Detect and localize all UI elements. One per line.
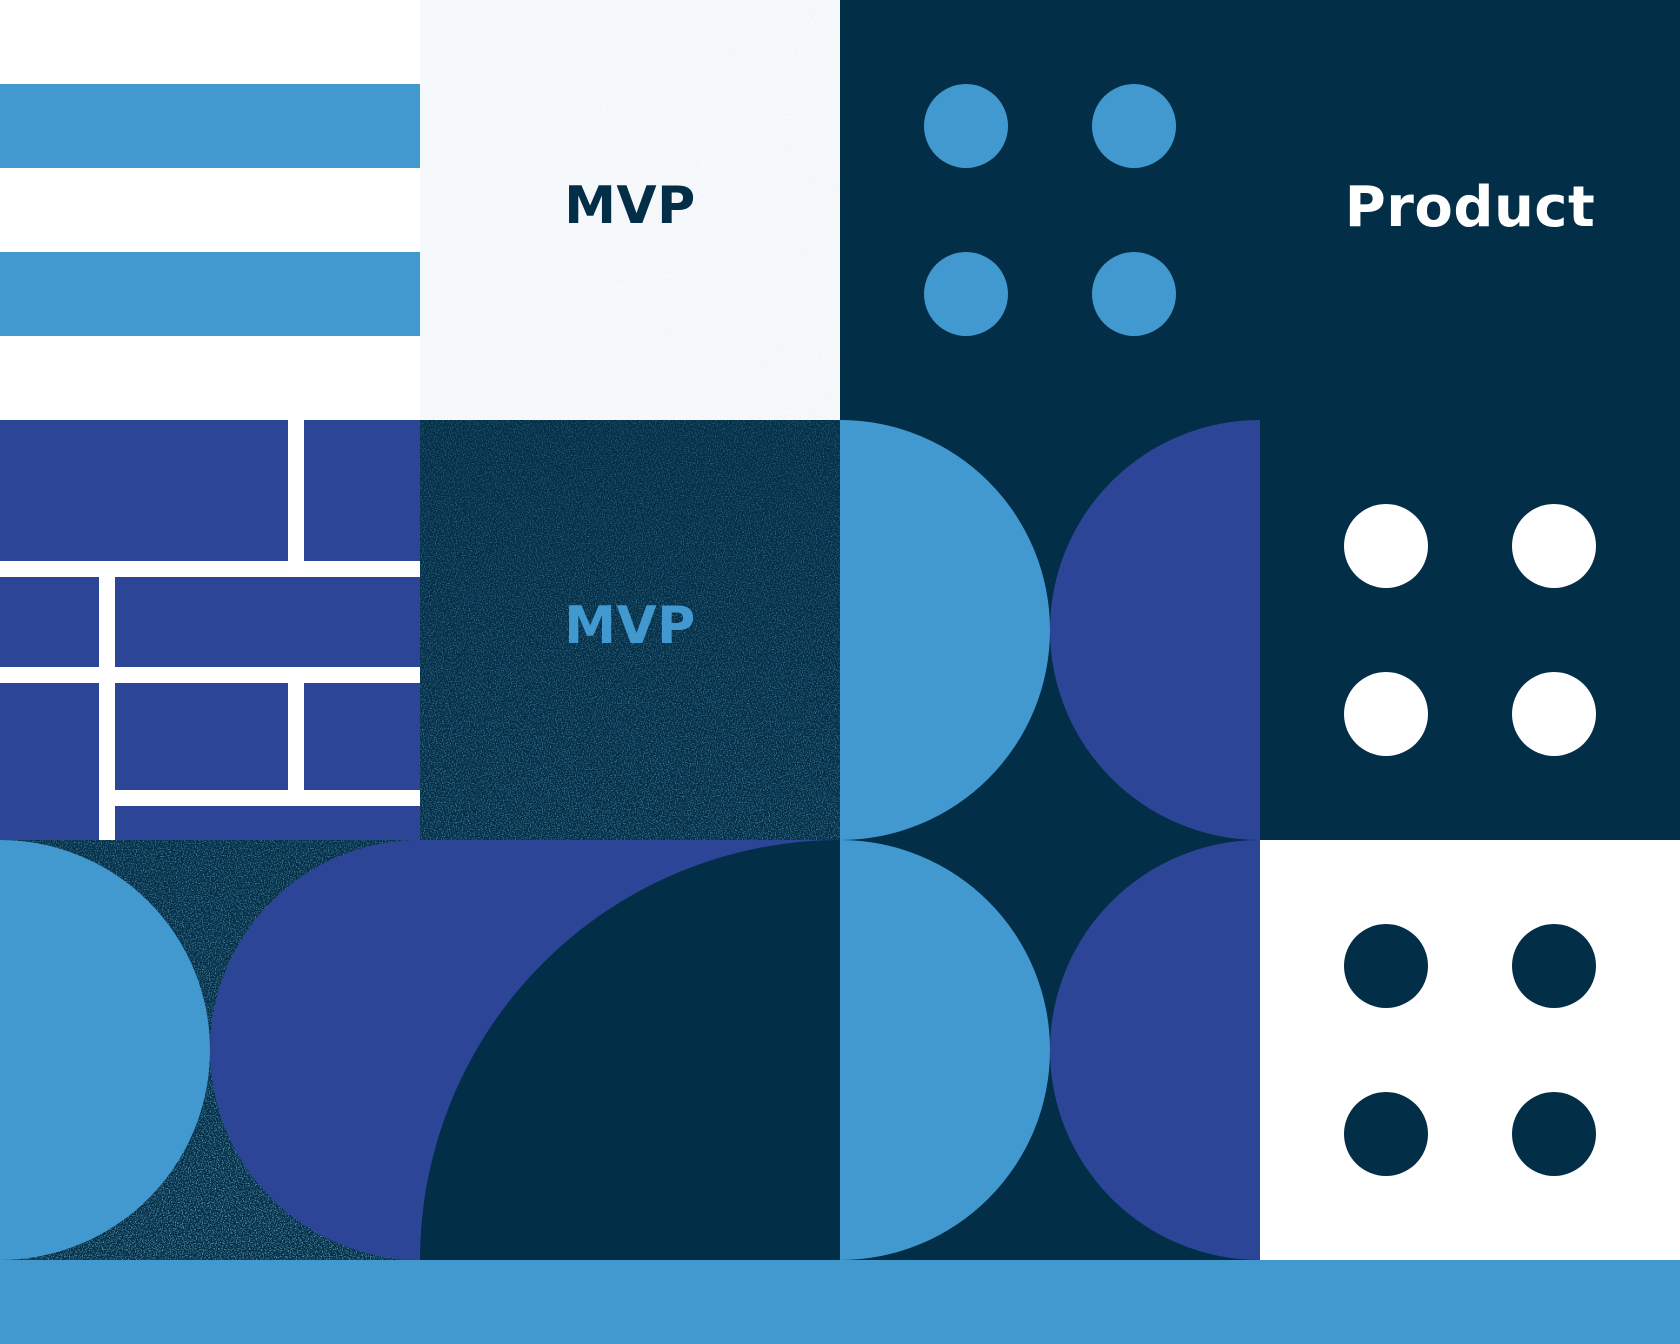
tile-half-discs-lower [840,840,1260,1260]
tile-half-discs-upper [840,420,1260,840]
dot [1344,1092,1428,1176]
mvp-label-middle: MVP [564,596,696,656]
dot [1092,252,1176,336]
stripe-bottom [0,252,420,336]
dot [924,252,1008,336]
half-disc-sky [0,840,210,1260]
product-label: Product [1344,175,1596,240]
tile-speckled-dark [420,420,840,840]
dot [1512,672,1596,756]
half-disc-indigo [1050,420,1260,840]
mvp-label-top: MVP [564,176,696,236]
tile-dots-blue [924,84,1176,336]
dot [1512,1092,1596,1176]
dot [1344,672,1428,756]
dot [1512,924,1596,1008]
half-disc-sky [840,840,1050,1260]
half-disc-sky [840,420,1050,840]
tile-dots-white [1344,504,1596,756]
quarter-disc-navy [420,840,840,1260]
dot [924,84,1008,168]
half-disc-indigo [1050,840,1260,1260]
tile-dots-navy [1260,840,1680,1260]
stripe-top [0,84,420,168]
tile-speckled-light [420,0,840,420]
tile-arcs [0,840,840,1260]
dot [1092,84,1176,168]
tile-stripes [0,0,420,420]
bottom-band [0,1260,1680,1344]
dot [1512,504,1596,588]
tile-bricks [0,420,420,840]
dot [1344,924,1428,1008]
dot [1344,504,1428,588]
